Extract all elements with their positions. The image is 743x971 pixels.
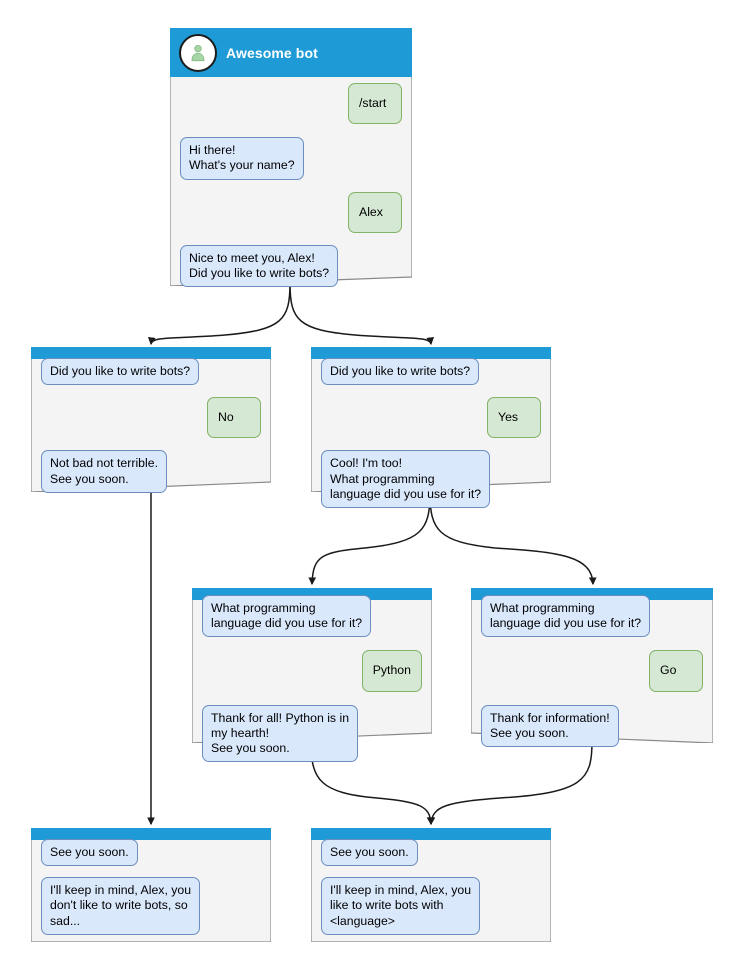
message-row: /start xyxy=(180,83,402,125)
card-content: What programming language did you use fo… xyxy=(471,588,713,748)
person-avatar-icon xyxy=(179,33,217,72)
message-list-start: /start Hi there! What's your name? Alex … xyxy=(170,83,412,288)
card-answer-yes[interactable]: Did you like to write bots? Yes Cool! I'… xyxy=(311,347,551,509)
message-row: See you soon. xyxy=(41,839,261,867)
card-start[interactable]: Awesome bot /start Hi there! What's your… xyxy=(170,28,412,288)
message-row: Not bad not terrible. See you soon. xyxy=(41,450,261,493)
message-list-answer-yes: Did you like to write bots? Yes Cool! I'… xyxy=(311,358,551,509)
message-row: I'll keep in mind, Alex, you don't like … xyxy=(41,877,261,935)
card-content: See you soon. I'll keep in mind, Alex, y… xyxy=(31,828,271,942)
bot-message-bubble[interactable]: Not bad not terrible. See you soon. xyxy=(41,450,168,493)
card-content: See you soon. I'll keep in mind, Alex, y… xyxy=(311,828,551,942)
edge-start-to-no xyxy=(147,282,291,346)
message-list-answer-no: Did you like to write bots? No Not bad n… xyxy=(31,358,271,493)
bot-message-bubble[interactable]: See you soon. xyxy=(321,839,418,867)
card-title: Awesome bot xyxy=(226,44,318,61)
bot-message-bubble[interactable]: Thank for all! Python is in my hearth! S… xyxy=(202,704,359,763)
message-list-end-sad: See you soon. I'll keep in mind, Alex, y… xyxy=(31,839,271,935)
user-message-bubble[interactable]: /start xyxy=(348,83,402,125)
message-row: Thank for all! Python is in my hearth! S… xyxy=(202,704,422,763)
card-end-happy[interactable]: See you soon. I'll keep in mind, Alex, y… xyxy=(311,828,551,942)
message-row: Hi there! What's your name? xyxy=(180,137,402,180)
message-list-end-happy: See you soon. I'll keep in mind, Alex, y… xyxy=(311,839,551,935)
message-row: Thank for information! See you soon. xyxy=(481,704,703,748)
card-language-go[interactable]: What programming language did you use fo… xyxy=(471,588,713,748)
message-row: I'll keep in mind, Alex, you like to wri… xyxy=(321,877,541,935)
user-message-bubble[interactable]: Yes xyxy=(487,397,541,439)
user-message-bubble[interactable]: Alex xyxy=(348,191,402,233)
bot-message-bubble[interactable]: Did you like to write bots? xyxy=(321,358,480,386)
bot-message-bubble[interactable]: What programming language did you use fo… xyxy=(202,595,372,638)
card-content: Did you like to write bots? No Not bad n… xyxy=(31,347,271,493)
message-row: What programming language did you use fo… xyxy=(202,595,422,638)
message-row: Did you like to write bots? xyxy=(41,358,261,386)
message-row: Nice to meet you, Alex! Did you like to … xyxy=(180,244,402,288)
edge-go-to-end-happy xyxy=(427,741,593,826)
message-row: Python xyxy=(202,650,422,692)
bot-message-bubble[interactable]: Did you like to write bots? xyxy=(41,358,200,386)
bot-message-bubble[interactable]: Cool! I'm too! What programming language… xyxy=(321,450,491,509)
bot-message-bubble[interactable]: What programming language did you use fo… xyxy=(481,595,651,638)
user-message-bubble[interactable]: No xyxy=(207,397,261,439)
card-end-sad[interactable]: See you soon. I'll keep in mind, Alex, y… xyxy=(31,828,271,942)
user-message-bubble[interactable]: Python xyxy=(361,650,422,692)
bot-message-bubble[interactable]: Hi there! What's your name? xyxy=(180,137,304,180)
message-row: Cool! I'm too! What programming language… xyxy=(321,450,541,509)
card-answer-no[interactable]: Did you like to write bots? No Not bad n… xyxy=(31,347,271,493)
message-row: Yes xyxy=(321,397,541,439)
message-row: Alex xyxy=(180,191,402,233)
bot-message-bubble[interactable]: See you soon. xyxy=(41,839,138,867)
message-row: See you soon. xyxy=(321,839,541,867)
card-header-start: Awesome bot xyxy=(170,28,412,77)
user-message-bubble[interactable]: Go xyxy=(649,650,703,692)
card-content: Did you like to write bots? Yes Cool! I'… xyxy=(311,347,551,509)
bot-message-bubble[interactable]: Thank for information! See you soon. xyxy=(481,704,619,748)
message-row: No xyxy=(41,397,261,439)
bot-message-bubble[interactable]: I'll keep in mind, Alex, you don't like … xyxy=(41,877,201,935)
card-content: Awesome bot /start Hi there! What's your… xyxy=(170,28,412,288)
message-row: Did you like to write bots? xyxy=(321,358,541,386)
message-row: What programming language did you use fo… xyxy=(481,595,703,638)
card-content: What programming language did you use fo… xyxy=(192,588,432,763)
message-list-language-python: What programming language did you use fo… xyxy=(192,595,432,763)
message-row: Go xyxy=(481,650,703,692)
message-list-language-go: What programming language did you use fo… xyxy=(471,595,713,748)
edge-start-to-yes xyxy=(289,282,435,346)
bot-message-bubble[interactable]: I'll keep in mind, Alex, you like to wri… xyxy=(321,877,481,935)
card-language-python[interactable]: What programming language did you use fo… xyxy=(192,588,432,763)
bot-message-bubble[interactable]: Nice to meet you, Alex! Did you like to … xyxy=(180,244,339,288)
